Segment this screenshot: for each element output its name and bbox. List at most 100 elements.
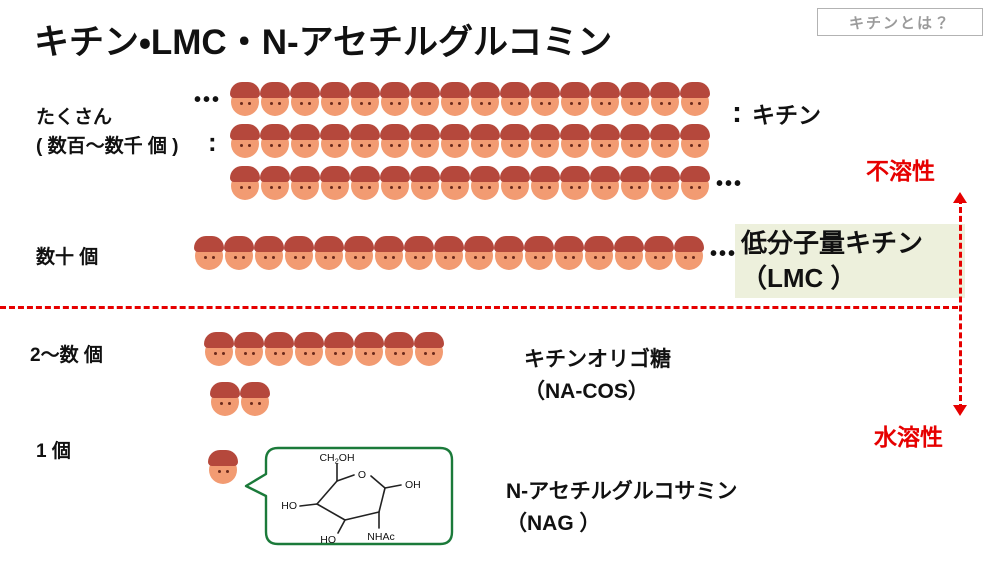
monomer-unit	[194, 236, 224, 271]
unit-eyes-icon	[650, 144, 680, 147]
unit-cap	[680, 166, 710, 182]
unit-cap	[230, 82, 260, 98]
chitin-chain-3	[230, 166, 710, 201]
unit-eyes-icon	[350, 144, 380, 147]
unit-eyes-icon	[204, 352, 234, 355]
monomer-unit	[530, 166, 560, 201]
unit-eyes-icon	[560, 144, 590, 147]
monomer-unit	[224, 236, 254, 271]
lmc-label-line1: 低分子量キチン	[741, 228, 924, 258]
unit-cap	[384, 332, 414, 348]
monomer-row	[208, 450, 238, 485]
unit-cap	[230, 124, 260, 140]
monomer-unit	[560, 124, 590, 159]
unit-cap	[440, 166, 470, 182]
monomer-unit	[620, 166, 650, 201]
oligo-label-line1: キチンオリゴ糖	[524, 348, 671, 371]
monomer-unit	[350, 124, 380, 159]
monomer-unit	[204, 332, 234, 367]
arrow-down-icon	[953, 405, 967, 416]
unit-cap	[650, 124, 680, 140]
oligo-chain	[204, 332, 444, 367]
monomer-unit	[440, 166, 470, 201]
dimer-chain	[210, 382, 270, 417]
monomer-unit	[344, 236, 374, 271]
unit-eyes-icon	[410, 186, 440, 189]
unit-cap	[434, 236, 464, 252]
unit-eyes-icon	[264, 352, 294, 355]
monomer-unit	[210, 382, 240, 417]
unit-cap	[560, 166, 590, 182]
monomer-unit	[620, 124, 650, 159]
ch2oh-main: CH	[319, 452, 334, 464]
monomer-unit	[324, 332, 354, 367]
unit-eyes-icon	[440, 186, 470, 189]
insoluble-label: 不溶性	[866, 158, 935, 184]
dimer-chain-row	[210, 382, 270, 417]
unit-eyes-icon	[240, 402, 270, 405]
nhac-label: NHAc	[367, 531, 394, 543]
unit-cap	[500, 82, 530, 98]
unit-eyes-icon	[554, 256, 584, 259]
monomer-unit	[350, 82, 380, 117]
nag-structure-bubble: CH2OH O OH HO HO NHAc	[244, 446, 454, 546]
unit-eyes-icon	[464, 256, 494, 259]
unit-cap	[674, 236, 704, 252]
unit-cap	[410, 82, 440, 98]
unit-eyes-icon	[354, 352, 384, 355]
unit-eyes-icon	[290, 144, 320, 147]
unit-cap	[620, 166, 650, 182]
unit-eyes-icon	[620, 144, 650, 147]
unit-cap	[290, 82, 320, 98]
unit-cap	[260, 166, 290, 182]
unit-eyes-icon	[644, 256, 674, 259]
ring-bond	[316, 480, 338, 505]
ellipsis-right-icon: •••	[716, 172, 744, 195]
count-label-one: 1 個	[36, 441, 71, 462]
oligo-label-group: キチンオリゴ糖 （NA-COS）	[524, 344, 671, 407]
monomer-unit	[240, 382, 270, 417]
unit-eyes-icon	[350, 102, 380, 105]
unit-cap	[260, 124, 290, 140]
unit-cap	[464, 236, 494, 252]
unit-cap	[290, 124, 320, 140]
monomer-unit	[410, 166, 440, 201]
unit-eyes-icon	[414, 352, 444, 355]
unit-eyes-icon	[500, 144, 530, 147]
unit-cap	[494, 236, 524, 252]
unit-cap	[410, 166, 440, 182]
unit-cap	[380, 124, 410, 140]
unit-eyes-icon	[320, 144, 350, 147]
unit-eyes-icon	[680, 102, 710, 105]
lmc-callout-box: 低分子量キチン （LMC ）	[735, 224, 965, 299]
unit-eyes-icon	[470, 102, 500, 105]
substituent-bond	[299, 503, 318, 507]
unit-cap	[314, 236, 344, 252]
unit-cap	[350, 82, 380, 98]
monomer-unit	[500, 124, 530, 159]
unit-eyes-icon	[254, 256, 284, 259]
count-label-tens: 数十 個	[36, 247, 99, 268]
monomer-unit	[500, 82, 530, 117]
unit-eyes-icon	[680, 186, 710, 189]
unit-eyes-icon	[470, 144, 500, 147]
ch2oh-subscript: 2	[335, 457, 339, 466]
unit-cap	[440, 124, 470, 140]
unit-eyes-icon	[290, 186, 320, 189]
unit-cap	[344, 236, 374, 252]
monomer-unit	[380, 124, 410, 159]
substituent-bond	[337, 519, 346, 534]
unit-cap	[620, 82, 650, 98]
monomer-unit	[680, 82, 710, 117]
unit-cap	[500, 166, 530, 182]
nag-label-line2: （NAG ）	[506, 511, 601, 535]
vertical-dots-icon: :	[208, 126, 217, 157]
unit-cap	[284, 236, 314, 252]
unit-eyes-icon	[320, 186, 350, 189]
monomer-unit	[530, 124, 560, 159]
unit-cap	[324, 332, 354, 348]
unit-cap	[530, 124, 560, 140]
unit-eyes-icon	[224, 256, 254, 259]
ch2oh-tail: OH	[339, 452, 355, 464]
monomer-chain	[208, 450, 238, 485]
